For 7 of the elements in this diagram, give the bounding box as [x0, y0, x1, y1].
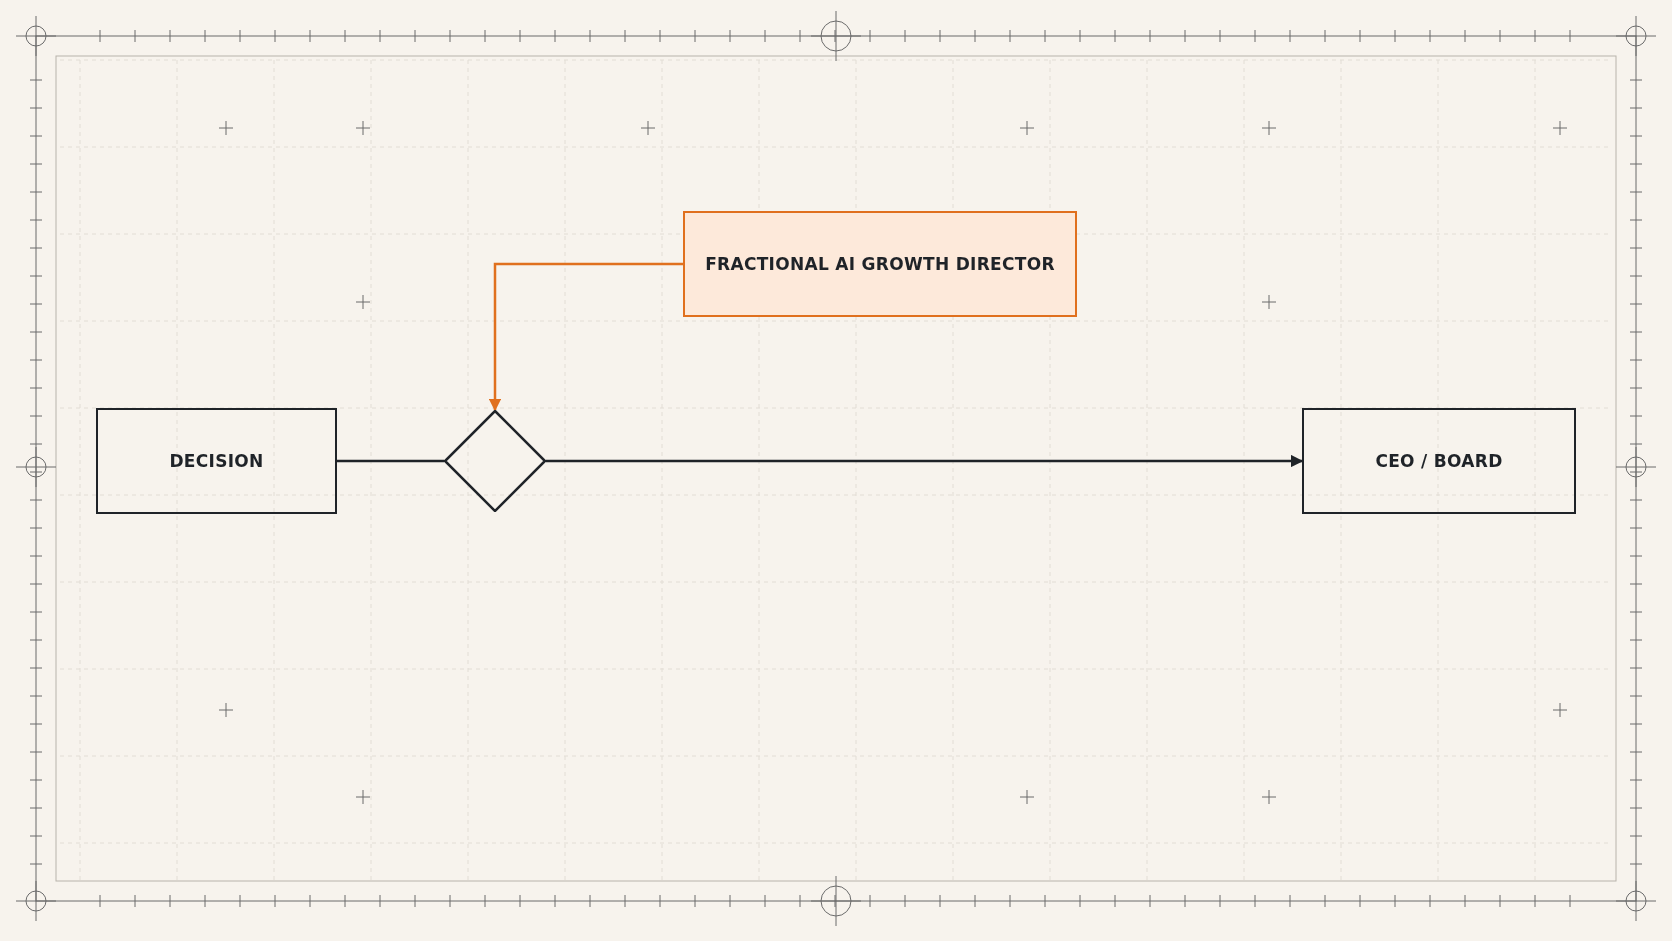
arrow: [488, 262, 683, 412]
highlighted-process-box: FRACTIONAL AI GROWTH DIRECTOR: [683, 211, 1077, 317]
connector-line: [337, 459, 444, 463]
process-box: CEO / BOARD: [1302, 408, 1576, 514]
decision-diamond: [444, 410, 546, 512]
arrow: [546, 454, 1304, 468]
process-box: DECISION: [96, 408, 337, 514]
